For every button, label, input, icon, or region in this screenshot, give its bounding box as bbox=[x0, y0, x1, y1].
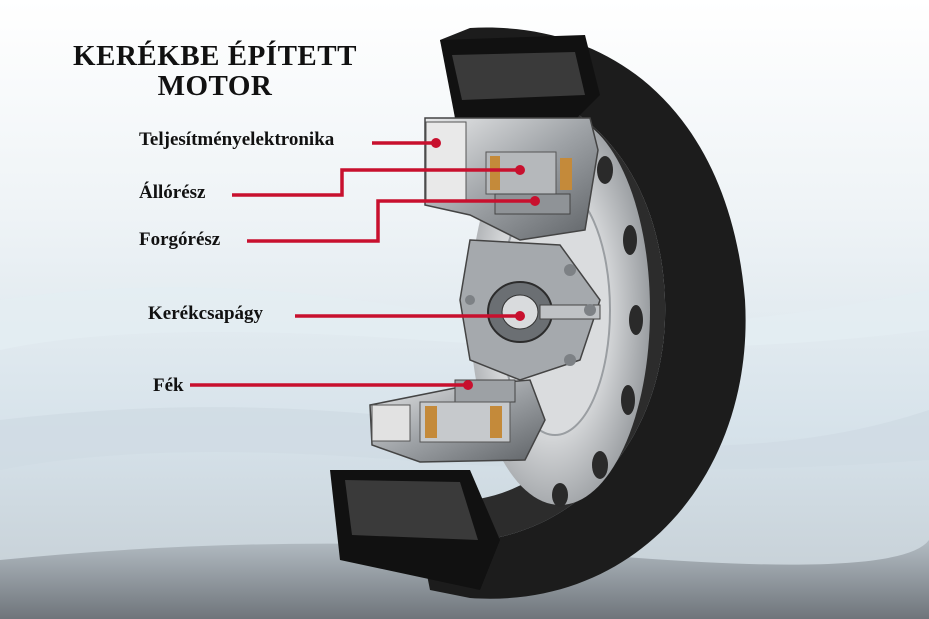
leader-dot-stator bbox=[515, 165, 525, 175]
leader-lines bbox=[190, 141, 535, 387]
leader-dot-brake bbox=[463, 380, 473, 390]
wheel-studs bbox=[465, 264, 596, 366]
tire bbox=[420, 27, 746, 599]
power-electronics-block bbox=[425, 121, 467, 203]
label-power-electronics: Teljesítményelektronika bbox=[139, 129, 335, 150]
wheel-illustration bbox=[330, 27, 746, 599]
diagram-title-line-1: KERÉKBE ÉPÍTETT bbox=[73, 40, 357, 72]
diagram-title-line-2: MOTOR bbox=[157, 70, 273, 102]
label-brake: Fék bbox=[153, 375, 184, 396]
leader-line-rotor bbox=[247, 199, 535, 243]
label-wheel-bearing: Kerékcsapágy bbox=[148, 303, 264, 324]
leader-dots bbox=[431, 138, 540, 390]
label-rotor: Forgórész bbox=[139, 229, 221, 250]
rim-vent-holes bbox=[552, 156, 643, 507]
leader-dot-bearing bbox=[515, 311, 525, 321]
leader-dot-rotor bbox=[530, 196, 540, 206]
leader-dot-power-electronics bbox=[431, 138, 441, 148]
leader-line-stator bbox=[232, 168, 520, 197]
label-stator: Állórész bbox=[139, 182, 206, 203]
